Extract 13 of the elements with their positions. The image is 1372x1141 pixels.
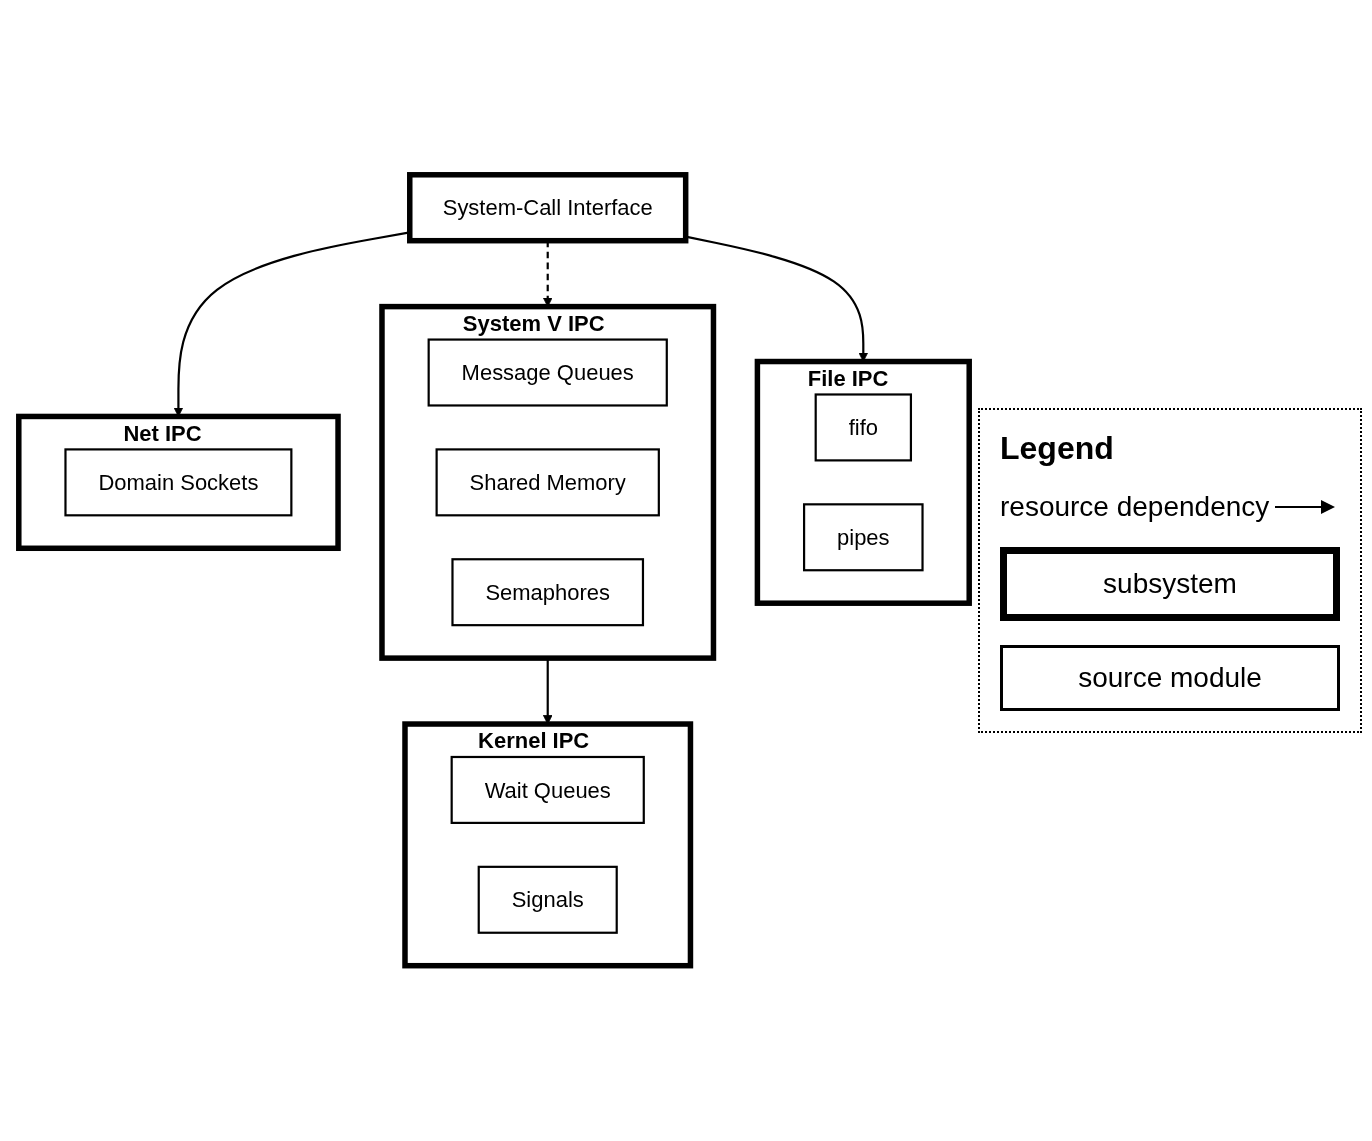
node-box: Domain Sockets [64, 448, 293, 517]
node-box: pipes [803, 503, 924, 572]
node-box: Shared Memory [435, 448, 660, 517]
node-box: Message Queues [427, 338, 668, 407]
legend-subsystem-box: subsystem [1000, 547, 1340, 621]
node-box: Semaphores [451, 558, 645, 627]
legend-title: Legend [1000, 430, 1115, 467]
node-box: fifo [814, 393, 912, 462]
legend-module-box: source module [1000, 645, 1340, 711]
legend-text: resource dependency [1000, 491, 1270, 523]
node-box: Wait Queues [450, 756, 645, 825]
node-box: System-Call Interface [407, 172, 689, 244]
node-box: Signals [477, 866, 618, 935]
